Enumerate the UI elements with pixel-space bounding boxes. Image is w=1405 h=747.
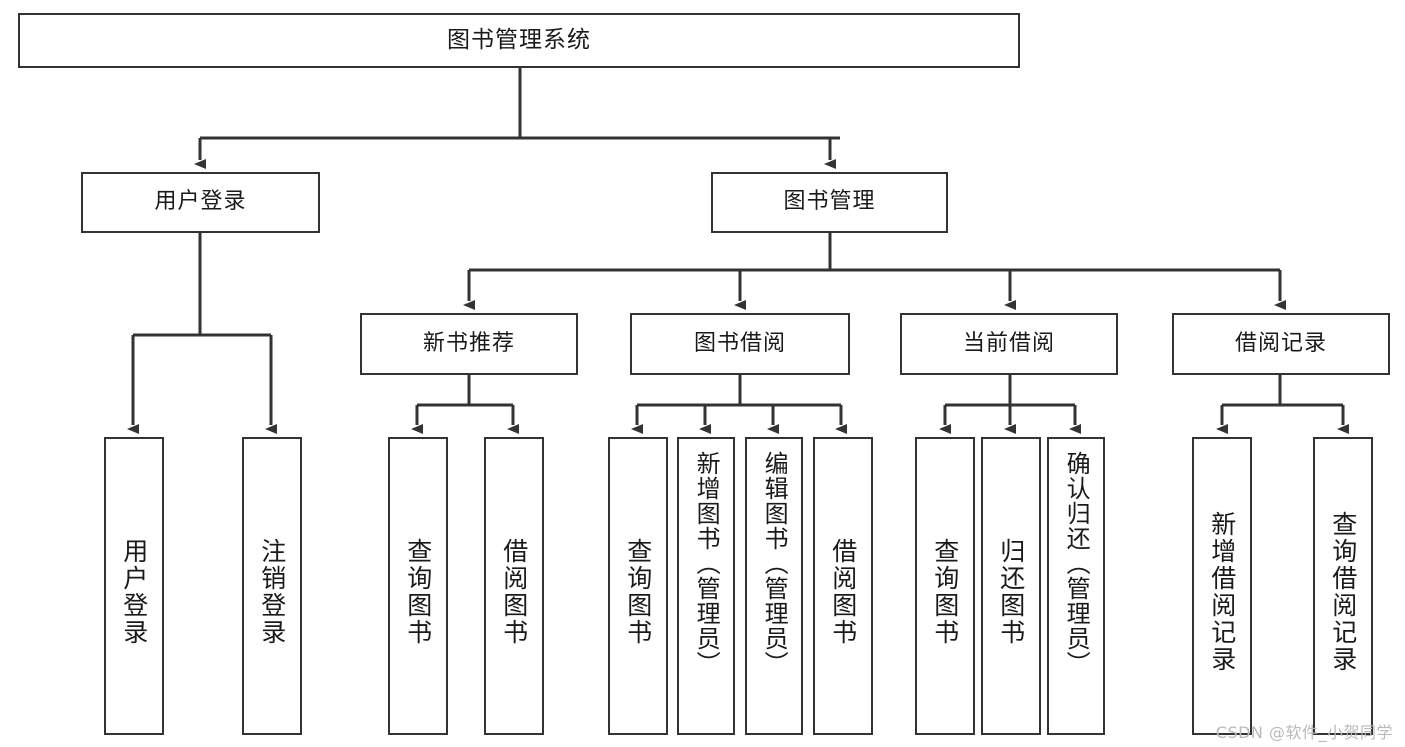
leaf-add-borrow-record[interactable]: 新增借阅记录 [1192, 437, 1252, 735]
leaf-confirm-return-admin[interactable]: 确认归还（管理员） [1047, 437, 1105, 735]
node-label: 用户登录 [154, 189, 247, 215]
leaf-add-book-admin[interactable]: 新增图书（管理员） [677, 437, 735, 735]
leaf-edit-book-admin[interactable]: 编辑图书（管理员） [745, 437, 803, 735]
leaf-borrow-book[interactable]: 借阅图书 [813, 437, 873, 735]
node-label: 当前借阅 [962, 330, 1055, 356]
node-label: 归还图书 [996, 538, 1026, 646]
node-label: 图书借阅 [693, 330, 786, 356]
node-label: 查询图书 [623, 538, 653, 646]
node-label: 图书管理系统 [447, 26, 591, 53]
node-label: 查询借阅记录 [1328, 511, 1358, 673]
node-user-login[interactable]: 用户登录 [81, 172, 320, 233]
leaf-query-book-current[interactable]: 查询图书 [915, 437, 975, 735]
leaf-query-book-recommend[interactable]: 查询图书 [388, 437, 448, 735]
node-label: 注销登录 [257, 538, 287, 646]
leaf-query-book-borrow[interactable]: 查询图书 [608, 437, 668, 735]
node-label: 借阅图书 [828, 538, 858, 646]
node-label: 新增图书（管理员） [692, 451, 721, 676]
node-current-borrow[interactable]: 当前借阅 [900, 313, 1118, 375]
node-label: 新书推荐 [422, 330, 515, 356]
node-new-book-recommend[interactable]: 新书推荐 [360, 313, 578, 375]
node-label: 图书管理 [783, 189, 876, 215]
node-label: 查询图书 [930, 538, 960, 646]
node-label: 查询图书 [403, 538, 433, 646]
node-label: 编辑图书（管理员） [760, 451, 789, 676]
node-book-borrow[interactable]: 图书借阅 [630, 313, 850, 375]
node-label: 新增借阅记录 [1207, 511, 1237, 673]
leaf-user-login[interactable]: 用户登录 [104, 437, 164, 735]
node-label: 借阅图书 [499, 538, 529, 646]
node-book-management[interactable]: 图书管理 [711, 172, 948, 233]
leaf-logout[interactable]: 注销登录 [242, 437, 302, 735]
node-borrow-record[interactable]: 借阅记录 [1172, 313, 1390, 375]
node-label: 确认归还（管理员） [1062, 451, 1091, 676]
node-system-root[interactable]: 图书管理系统 [18, 13, 1020, 68]
leaf-return-book[interactable]: 归还图书 [981, 437, 1041, 735]
node-label: 借阅记录 [1234, 330, 1327, 356]
leaf-query-borrow-record[interactable]: 查询借阅记录 [1313, 437, 1373, 735]
node-label: 用户登录 [119, 538, 149, 646]
leaf-borrow-book-recommend[interactable]: 借阅图书 [484, 437, 544, 735]
